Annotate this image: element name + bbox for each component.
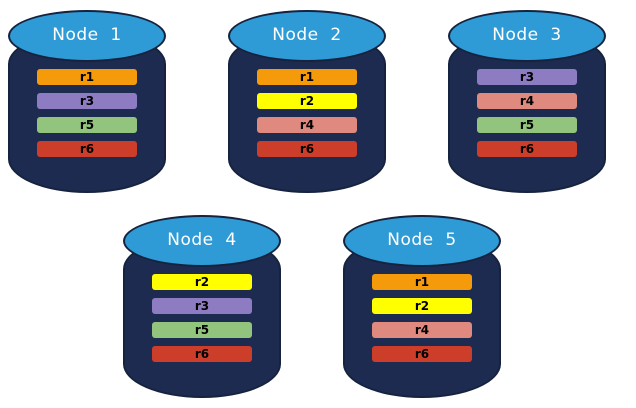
record-bar[interactable]: r6 (257, 141, 357, 157)
node-1[interactable]: r1 r3 r5 r6 Node 1 (8, 8, 166, 193)
record-bar[interactable]: r4 (257, 117, 357, 133)
record-bar[interactable]: r6 (477, 141, 577, 157)
record-bar[interactable]: r6 (372, 346, 472, 362)
record-bar[interactable]: r5 (37, 117, 137, 133)
node-3[interactable]: r3 r4 r5 r6 Node 3 (448, 8, 606, 193)
node-4[interactable]: r2 r3 r5 r6 Node 4 (123, 213, 281, 398)
cylinder-top: Node 1 (8, 10, 166, 62)
record-bar[interactable]: r2 (257, 93, 357, 109)
record-bar[interactable]: r5 (477, 117, 577, 133)
cylinder-body (343, 235, 501, 398)
record-bar[interactable]: r2 (372, 298, 472, 314)
node-label: Node 4 (167, 229, 237, 250)
node-label: Node 5 (387, 229, 457, 250)
record-bar[interactable]: r1 (37, 69, 137, 85)
record-bar[interactable]: r4 (372, 322, 472, 338)
cylinder-top: Node 2 (228, 10, 386, 62)
record-list: r2 r3 r5 r6 (152, 274, 252, 362)
cylinder-top: Node 4 (123, 215, 281, 267)
record-list: r1 r2 r4 r6 (372, 274, 472, 362)
record-list: r1 r2 r4 r6 (257, 69, 357, 157)
record-bar[interactable]: r2 (152, 274, 252, 290)
record-bar[interactable]: r6 (37, 141, 137, 157)
node-2[interactable]: r1 r2 r4 r6 Node 2 (228, 8, 386, 193)
node-label: Node 3 (492, 24, 562, 45)
record-bar[interactable]: r3 (477, 69, 577, 85)
cylinder-body (123, 235, 281, 398)
record-bar[interactable]: r4 (477, 93, 577, 109)
node-5[interactable]: r1 r2 r4 r6 Node 5 (343, 213, 501, 398)
record-list: r1 r3 r5 r6 (37, 69, 137, 157)
record-bar[interactable]: r3 (152, 298, 252, 314)
record-bar[interactable]: r1 (257, 69, 357, 85)
node-label: Node 2 (272, 24, 342, 45)
node-label: Node 1 (52, 24, 122, 45)
cylinder-top: Node 3 (448, 10, 606, 62)
record-bar[interactable]: r3 (37, 93, 137, 109)
record-bar[interactable]: r6 (152, 346, 252, 362)
cylinder-top: Node 5 (343, 215, 501, 267)
record-list: r3 r4 r5 r6 (477, 69, 577, 157)
record-bar[interactable]: r5 (152, 322, 252, 338)
record-bar[interactable]: r1 (372, 274, 472, 290)
